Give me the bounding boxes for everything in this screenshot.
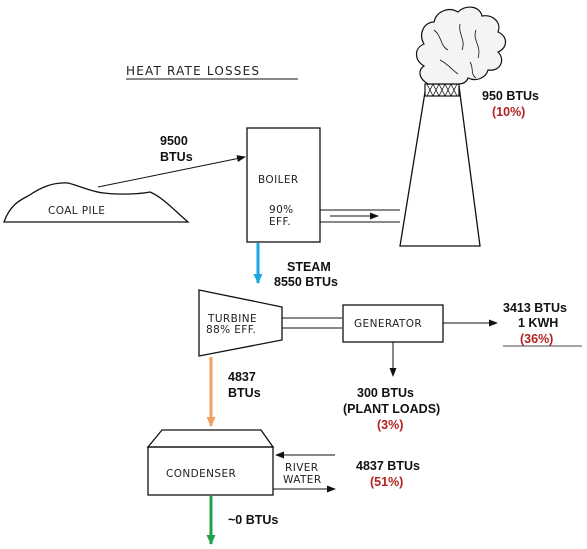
river-pct: (51%) [370,475,403,489]
steam-label: STEAM [287,260,331,274]
condenser-input-unit: BTUs [228,386,261,400]
smoke-detail [433,23,480,79]
outlet-value: ~0 BTUs [228,513,278,527]
boiler-label: BOILER [258,174,299,186]
turbine-eff: 88% EFF. [206,324,256,336]
condenser-top [146,429,275,448]
boiler-box [246,127,321,243]
turbine-label: TURBINE [207,313,257,325]
generator-value: 3413 BTUs [503,301,567,315]
plant-loads-label: (PLANT LOADS) [343,402,440,416]
condenser-box [147,446,274,496]
stack-body [399,85,481,247]
generator-label: GENERATOR [354,318,422,330]
input-value: 9500 [160,134,188,148]
river-value: 4837 BTUs [356,459,420,473]
generator-pct: (36%) [520,332,553,346]
fuel-input-arrow [97,155,246,188]
plant-loads-value: 300 BTUs [357,386,414,400]
stack-pct: (10%) [492,105,525,119]
river-line1: RIVER [285,462,319,474]
stack-value: 950 BTUs [482,89,539,103]
coal-pile-label: COAL PILE [48,205,105,217]
river-line2: WATER [283,474,322,486]
coal-pile-shape [3,182,190,223]
generator-kwh: 1 KWH [518,316,558,330]
steam-value: 8550 BTUs [274,275,338,289]
plant-loads-pct: (3%) [377,418,403,432]
smoke-cloud [415,6,507,85]
boiler-eff-unit: EFF. [269,216,291,228]
page-title: HEAT RATE LOSSES [126,64,260,78]
turbine-shape [198,289,283,357]
condenser-label: CONDENSER [166,468,236,480]
boiler-eff-value: 90% [269,204,294,216]
stack-cap-hatch [426,83,458,97]
condenser-input-value: 4837 [228,370,256,384]
input-unit: BTUs [160,150,193,164]
